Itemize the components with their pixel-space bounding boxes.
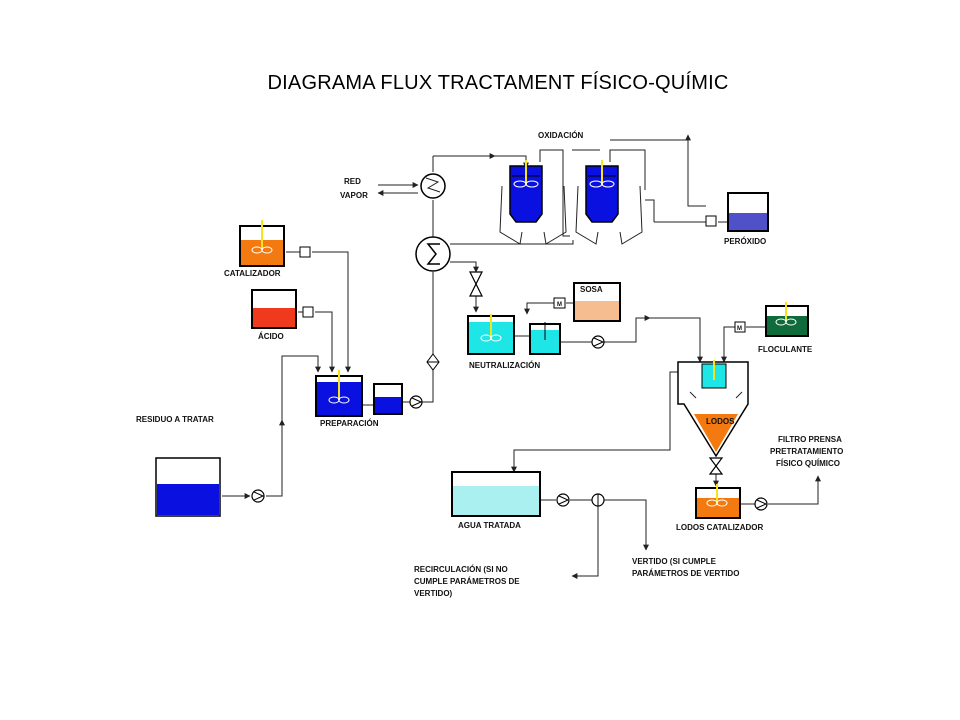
decanter [677,360,749,458]
vapor-heat-exchanger [420,173,446,199]
sosa-tank: M [553,282,621,322]
catalizador-tank [239,220,311,267]
diamond-valve-icon [426,353,440,371]
label-vapor: VAPOR [340,191,368,200]
neutralizacion-tank [467,314,515,355]
label-recirc-3: VERTIDO) [414,589,453,598]
floculante-tank: M [734,302,809,337]
label-vertido-1: VERTIDO (SI CUMPLE [632,557,717,566]
valve-m-label: M [737,326,742,332]
pump-icon [591,335,605,349]
pump-icon [754,497,768,511]
label-lodos: LODOS [706,417,735,426]
oxidation-reactor-2 [575,160,643,245]
pump-icon [409,395,423,409]
pump-icon [251,489,265,503]
label-oxidacion: OXIDACIÓN [538,131,584,140]
gate-valve-icon [708,457,724,475]
preparacion-tank [315,370,363,417]
acido-tank [251,289,314,329]
label-catalizador: CATALIZADOR [224,269,281,278]
main-heat-exchanger [415,236,451,272]
label-lodos-catalizador: LODOS CATALIZADOR [676,523,763,532]
split-valve-icon [591,493,605,507]
residuo-tank [155,457,221,517]
page-title: DIAGRAMA FLUX TRACTAMENT FÍSICO-QUÍMIC [267,72,729,94]
label-vertido-2: PARÁMETROS DE VERTIDO [632,569,739,578]
label-neutralizacion: NEUTRALIZACIÓN [469,361,540,370]
agua-tratada-tank [451,471,541,517]
gate-valve-icon [469,271,483,297]
lodos-catalizador-tank [695,484,741,519]
pipes [222,134,821,579]
pump-icon [556,493,570,507]
oxidation-reactor-1 [499,160,567,245]
label-recirc-2: CUMPLE PARÁMETROS DE [414,577,520,586]
label-filtro-3: FÍSICO QUÍMICO [776,459,840,468]
label-floculante: FLOCULANTE [758,345,813,354]
preparacion-buffer-tank [373,383,403,415]
label-filtro-2: PRETRATAMIENTO [770,447,843,456]
label-filtro-1: FILTRO PRENSA [778,435,842,444]
label-peroxido: PERÓXIDO [724,237,766,246]
label-acido: ÁCIDO [258,332,284,341]
label-preparacion: PREPARACIÓN [320,419,379,428]
label-residuo: RESIDUO A TRATAR [136,415,214,424]
label-agua-tratada: AGUA TRATADA [458,521,521,530]
peroxido-tank [705,192,769,232]
label-red: RED [344,177,361,186]
valve-m-label: M [557,302,562,308]
label-recirc-1: RECIRCULACIÓN (SI NO [414,565,508,574]
label-sosa: SOSA [580,285,603,294]
neutralizacion-buffer-tank [529,322,561,355]
